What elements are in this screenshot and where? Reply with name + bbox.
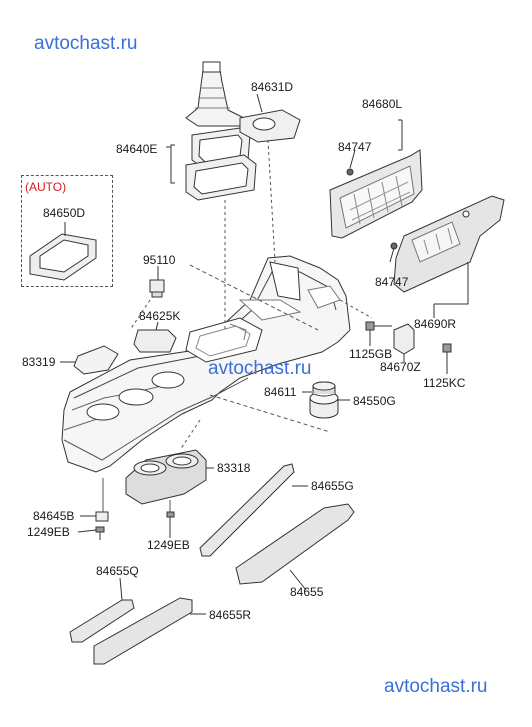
label-84640E: 84640E <box>116 142 158 156</box>
ashtray-cup-drawing <box>309 381 339 419</box>
label-84655: 84655 <box>290 585 324 599</box>
label-1249EB-bottom: 1249EB <box>147 538 190 552</box>
bracket-84625K-drawing <box>133 329 177 353</box>
label-84655Q: 84655Q <box>96 564 139 578</box>
bolt-1125GB-drawing <box>365 321 392 346</box>
label-1125GB: 1125GB <box>349 347 393 361</box>
clip-84645B-drawing <box>95 511 109 522</box>
label-84670Z: 84670Z <box>380 360 421 374</box>
label-84655R: 84655R <box>209 608 252 622</box>
watermark-bottom-right: avtochast.ru <box>384 676 488 697</box>
screw-1249EB-left-drawing <box>95 526 105 540</box>
label-84690R: 84690R <box>414 317 457 331</box>
label-84680L: 84680L <box>362 97 403 111</box>
cup-holder-insert-drawing <box>125 449 207 505</box>
label-84631D: 84631D <box>251 80 294 94</box>
label-84747-top: 84747 <box>338 140 372 154</box>
shift-boot-drawing <box>185 61 245 127</box>
label-1249EB-left: 1249EB <box>27 525 70 539</box>
panel-84655-drawing <box>235 503 355 585</box>
label-83318: 83318 <box>217 461 251 475</box>
label-84747-mid: 84747 <box>375 275 409 289</box>
bolt-1125KC-drawing <box>442 343 452 374</box>
cover-84690R-drawing <box>393 195 505 293</box>
label-1125KC: 1125KC <box>423 376 466 390</box>
panel-84655G-drawing <box>199 463 295 557</box>
label-84625K: 84625K <box>139 309 181 323</box>
cap-83319-drawing <box>73 345 119 375</box>
label-84645B: 84645B <box>33 509 75 523</box>
label-84655G: 84655G <box>311 479 354 493</box>
bracket-84670Z-drawing <box>393 323 415 362</box>
screw-1249EB-bottom-drawing <box>166 511 175 527</box>
cover-84680L-drawing <box>329 149 423 239</box>
label-84611: 84611 <box>264 385 297 399</box>
pad-84655R-drawing <box>93 597 193 665</box>
auto-variant-box <box>21 175 113 287</box>
label-84550G: 84550G <box>353 394 396 408</box>
auto-bezel-drawing <box>29 233 97 281</box>
watermark-top-left: avtochast.ru <box>34 33 138 54</box>
watermark-center: avtochast.ru <box>208 358 312 379</box>
cover-84631D-drawing <box>239 109 301 143</box>
switch-95110-drawing <box>149 279 165 298</box>
label-95110: 95110 <box>143 253 176 267</box>
label-84650D: 84650D <box>43 206 86 220</box>
shift-bezel-lower-drawing <box>185 154 257 201</box>
auto-note: (AUTO) <box>25 180 67 194</box>
label-83319: 83319 <box>22 355 56 369</box>
